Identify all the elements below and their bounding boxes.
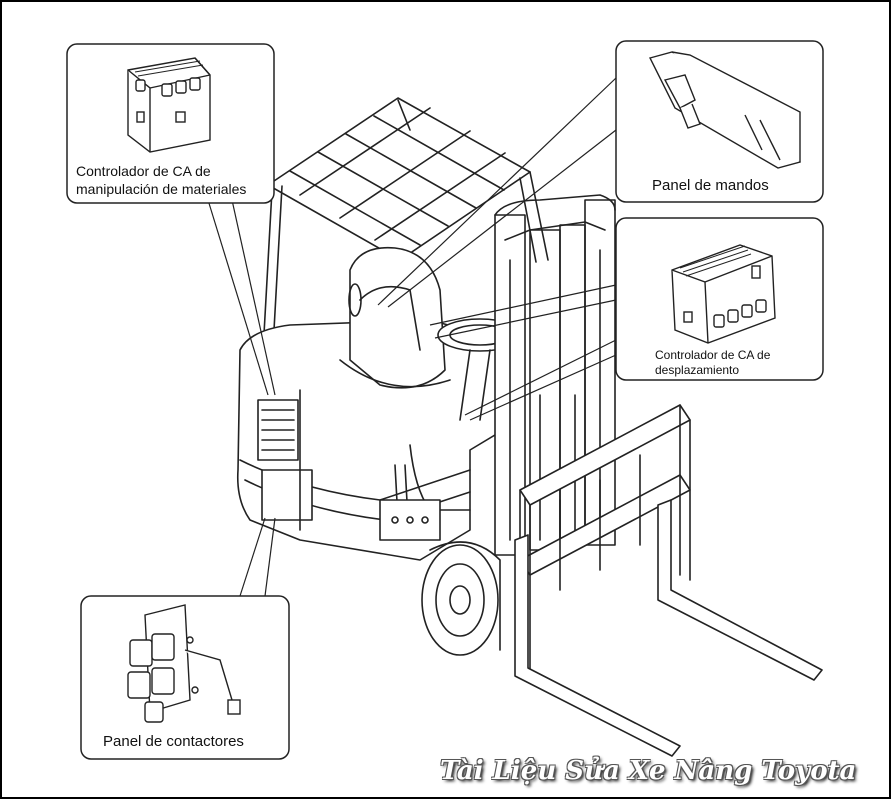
travel-controller-label-line1: Controlador de CA de	[655, 348, 771, 362]
operator-seat	[339, 246, 451, 389]
material-handling-controller-label-line2: manipulación de materiales	[76, 181, 247, 197]
ac-controller-image	[127, 57, 211, 153]
contactor-panel-image	[127, 604, 241, 723]
leader-lines	[207, 77, 617, 597]
carriage	[519, 404, 691, 671]
travel-controller-image	[671, 244, 776, 344]
material-handling-controller-label-line1: Controlador de CA de	[76, 163, 211, 179]
callout-contactor-panel	[80, 595, 290, 760]
travel-controller-label-line2: desplazamiento	[655, 363, 740, 377]
mast	[494, 194, 616, 556]
callout-material-handling-controller	[66, 43, 275, 204]
forks	[514, 499, 823, 757]
control-panel-image	[648, 51, 801, 169]
callout-travel-controller	[615, 217, 824, 381]
contactor-panel-label: Panel de contactores	[103, 733, 244, 750]
control-panel-label: Panel de mandos	[652, 177, 769, 194]
front-wheel	[421, 541, 501, 656]
callout-control-panel	[615, 40, 824, 203]
watermark-text: Tài Liệu Sửa Xe Nâng Toyota	[440, 756, 857, 786]
